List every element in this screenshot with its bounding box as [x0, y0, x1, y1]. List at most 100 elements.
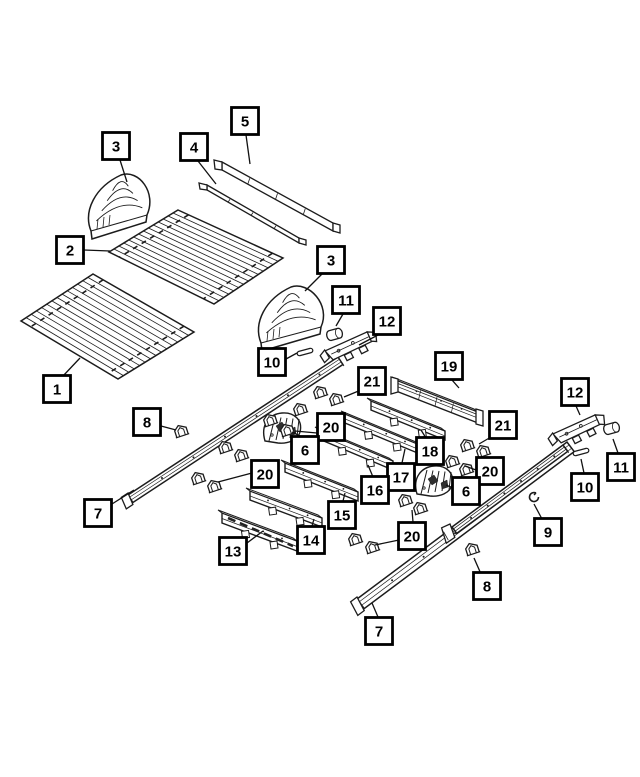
- callout-rect-6b[interactable]: [451, 476, 481, 506]
- callout-box-11a[interactable]: 11: [331, 285, 361, 315]
- callout-box-6b[interactable]: 6: [451, 476, 481, 506]
- leader-line-20c: [217, 472, 253, 483]
- leader-line-12b: [575, 405, 581, 416]
- callout-box-4[interactable]: 4: [179, 132, 209, 162]
- callout-rect-14[interactable]: [296, 525, 326, 555]
- callout-number-20c: 20: [257, 467, 274, 484]
- callout-box-20c[interactable]: 20: [250, 459, 280, 489]
- callout-number-20d: 20: [404, 529, 421, 546]
- callout-box-3b[interactable]: 3: [316, 245, 346, 275]
- callout-rect-11a[interactable]: [331, 285, 361, 315]
- callout-rect-7a[interactable]: [83, 498, 113, 528]
- callout-rect-15[interactable]: [327, 500, 357, 530]
- callout-box-21b[interactable]: 21: [488, 410, 518, 440]
- callout-rect-11b[interactable]: [606, 452, 636, 482]
- part-clip-20: [397, 493, 414, 508]
- leader-line-7b: [371, 602, 379, 618]
- leader-line-10b: [580, 458, 585, 474]
- callout-rect-4[interactable]: [179, 132, 209, 162]
- callout-box-20a[interactable]: 20: [316, 412, 346, 442]
- callout-rect-21b[interactable]: [488, 410, 518, 440]
- callout-box-12b[interactable]: 12: [560, 377, 590, 407]
- part-sill-panel-13: [217, 509, 298, 553]
- leader-line-15: [342, 492, 346, 502]
- callout-box-16[interactable]: 16: [360, 475, 390, 505]
- callout-rect-6a[interactable]: [290, 435, 320, 465]
- callout-box-8b[interactable]: 8: [472, 571, 502, 601]
- callout-box-1[interactable]: 1: [42, 374, 72, 404]
- callout-box-7b[interactable]: 7: [364, 616, 394, 646]
- part-crossmember-14: [245, 487, 323, 529]
- callout-rect-20b[interactable]: [475, 456, 505, 486]
- part-clip-20: [217, 440, 234, 455]
- callout-box-8a[interactable]: 8: [132, 407, 162, 437]
- part-clip-20: [279, 423, 296, 438]
- callout-rect-18[interactable]: [415, 436, 445, 466]
- callout-rect-3b[interactable]: [316, 245, 346, 275]
- callout-box-7a[interactable]: 7: [83, 498, 113, 528]
- callout-box-2[interactable]: 2: [55, 235, 85, 265]
- callout-rect-20c[interactable]: [250, 459, 280, 489]
- callout-box-11b[interactable]: 11: [606, 452, 636, 482]
- callout-rect-20a[interactable]: [316, 412, 346, 442]
- part-side-rail-left: [120, 355, 345, 510]
- callout-rect-1[interactable]: [42, 374, 72, 404]
- callout-box-3a[interactable]: 3: [101, 131, 131, 161]
- callout-number-1: 1: [53, 382, 61, 399]
- callout-rect-12a[interactable]: [372, 306, 402, 336]
- part-clip-20: [292, 402, 309, 417]
- callout-rect-12b[interactable]: [560, 377, 590, 407]
- callout-rect-10b[interactable]: [570, 472, 600, 502]
- callout-rect-7b[interactable]: [364, 616, 394, 646]
- callout-number-12b: 12: [567, 385, 584, 402]
- callout-number-13: 13: [225, 544, 242, 561]
- callout-box-12a[interactable]: 12: [372, 306, 402, 336]
- callout-rect-16[interactable]: [360, 475, 390, 505]
- callout-box-10a[interactable]: 10: [257, 347, 287, 377]
- leader-line-7a: [111, 489, 135, 505]
- callout-box-14[interactable]: 14: [296, 525, 326, 555]
- leader-line-10a: [285, 352, 298, 360]
- part-bushing-11-right: [603, 421, 621, 436]
- callout-number-20b: 20: [482, 464, 499, 481]
- part-clip-20: [458, 462, 475, 477]
- callout-number-2: 2: [66, 243, 74, 260]
- part-clip-20: [364, 540, 381, 555]
- leader-line-20d: [411, 509, 414, 523]
- callout-rect-2[interactable]: [55, 235, 85, 265]
- part-rail-end-bracket-right: [547, 414, 606, 447]
- callout-box-17[interactable]: 17: [386, 462, 416, 492]
- callout-rect-13[interactable]: [218, 536, 248, 566]
- callout-number-7a: 7: [94, 506, 102, 523]
- callout-box-5[interactable]: 5: [230, 106, 260, 136]
- callout-number-6a: 6: [301, 443, 309, 460]
- callout-box-19[interactable]: 19: [434, 351, 464, 381]
- callout-box-20d[interactable]: 20: [397, 521, 427, 551]
- callout-box-20b[interactable]: 20: [475, 456, 505, 486]
- callout-box-18[interactable]: 18: [415, 436, 445, 466]
- callout-number-16: 16: [367, 483, 384, 500]
- part-clip-8-right: [464, 542, 481, 557]
- callout-rect-3a[interactable]: [101, 131, 131, 161]
- part-crossmember-17: [340, 410, 421, 456]
- callout-rect-21a[interactable]: [357, 366, 387, 396]
- callout-box-9[interactable]: 9: [533, 517, 563, 547]
- callout-rect-20d[interactable]: [397, 521, 427, 551]
- callout-rect-5[interactable]: [230, 106, 260, 136]
- callout-box-13[interactable]: 13: [218, 536, 248, 566]
- callout-box-6a[interactable]: 6: [290, 435, 320, 465]
- callout-rect-8a[interactable]: [132, 407, 162, 437]
- callout-box-15[interactable]: 15: [327, 500, 357, 530]
- callout-rect-17[interactable]: [386, 462, 416, 492]
- part-front-floor-crossmember: [213, 159, 341, 234]
- part-wheelhouse-inner-left: [87, 173, 151, 240]
- part-clip-20: [233, 448, 250, 463]
- callout-rect-19[interactable]: [434, 351, 464, 381]
- callout-box-21a[interactable]: 21: [357, 366, 387, 396]
- callout-box-10b[interactable]: 10: [570, 472, 600, 502]
- part-clip-21: [328, 392, 345, 407]
- callout-rect-8b[interactable]: [472, 571, 502, 601]
- callout-rect-9[interactable]: [533, 517, 563, 547]
- callout-rect-10a[interactable]: [257, 347, 287, 377]
